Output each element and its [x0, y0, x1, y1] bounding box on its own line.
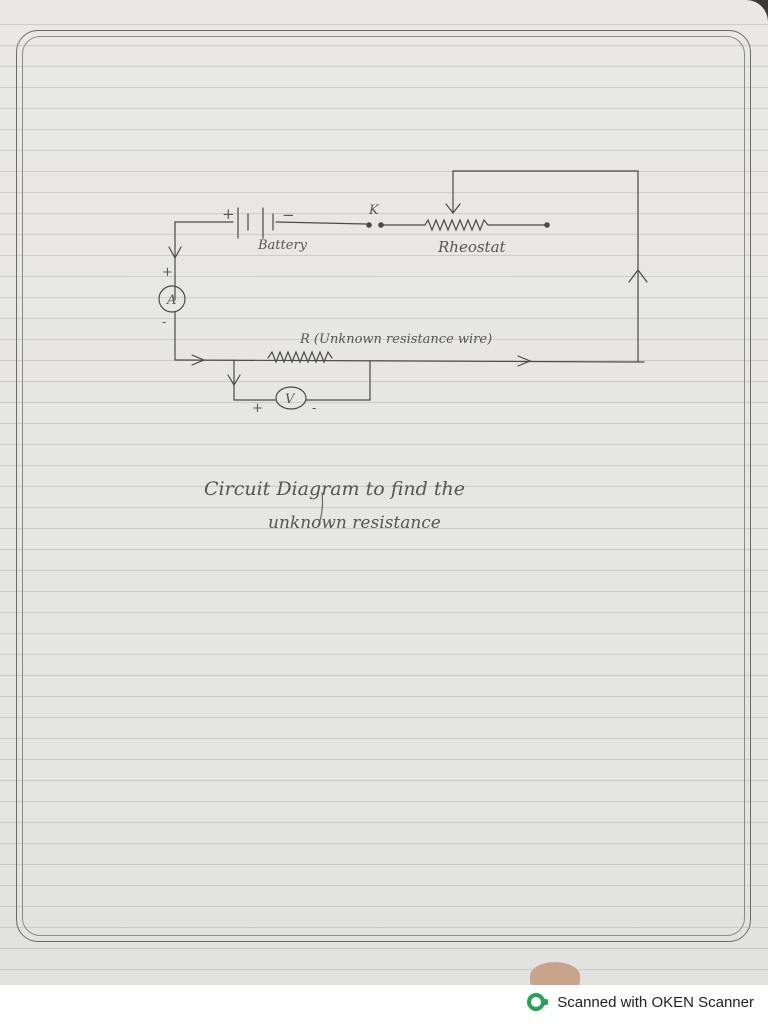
voltmeter-circle [275, 386, 307, 410]
key-label: K [368, 203, 380, 218]
arrow-right-up [628, 269, 648, 283]
arrow-bottom-2 [517, 355, 532, 367]
ruled-lines [0, 0, 768, 985]
caption-underline-curve [317, 492, 324, 528]
caption-line-1: Circuit Diagram to find the [204, 478, 465, 500]
wire-voltmeter-right [305, 360, 371, 401]
oken-logo-icon [527, 993, 549, 1011]
rheostat-coil [424, 218, 489, 232]
battery-plus-sign: + [222, 205, 235, 223]
ammeter-plus-sign: + [162, 265, 173, 280]
battery-label: Battery [257, 238, 308, 253]
voltmeter-plus-sign: + [252, 401, 263, 416]
arrow-left-down-1 [168, 246, 182, 260]
ammeter-minus-sign: - [162, 315, 166, 330]
rheostat-terminal [544, 222, 550, 228]
resistor-label: R (Unknown resistance wire) [299, 332, 492, 347]
circuit-diagram: + − Battery K Rheostat A + - R (Unknown … [158, 170, 648, 533]
key-terminal-left [366, 222, 372, 228]
arrow-voltmeter-down [227, 374, 241, 387]
wire-left-top [174, 221, 234, 301]
scanner-text: Scanned with OKEN Scanner [557, 993, 754, 1011]
voltmeter-symbol: V [285, 392, 296, 407]
page-border-outer [16, 30, 751, 942]
page-border-inner [22, 36, 745, 936]
rheostat-slider-arrow [445, 203, 461, 214]
notebook-page [0, 0, 768, 985]
scanner-footer: Scanned with OKEN Scanner [0, 985, 768, 1024]
wire-battery-key [275, 221, 367, 225]
battery-minus-sign: − [282, 206, 295, 224]
voltmeter-minus-sign: - [312, 401, 316, 416]
resistor-coil [267, 350, 333, 364]
wire-voltmeter-left [233, 359, 276, 401]
caption-line-2: unknown resistance [268, 513, 441, 533]
rheostat-slider-wire [452, 170, 639, 363]
wire-bottom [174, 359, 645, 363]
ammeter-circle [158, 285, 186, 313]
ammeter-symbol: A [166, 293, 176, 308]
arrow-bottom-1 [191, 354, 206, 366]
rheostat-label: Rheostat [437, 238, 507, 256]
scanner-watermark: Scanned with OKEN Scanner [527, 993, 754, 1011]
